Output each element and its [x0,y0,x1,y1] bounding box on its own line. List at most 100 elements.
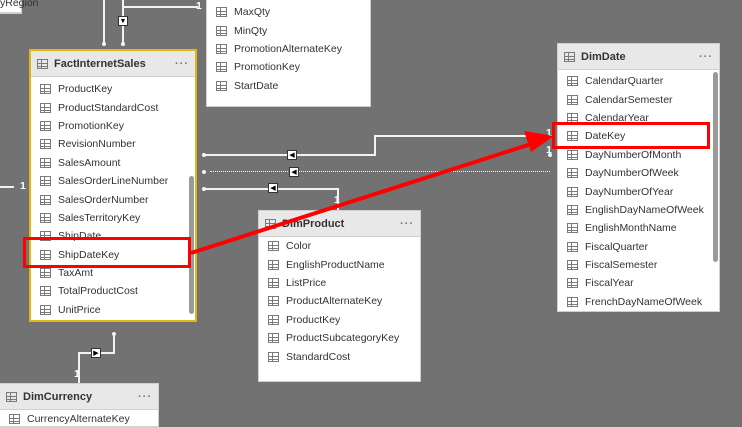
field-row[interactable]: FrenchDayNameOfWeek [558,293,719,311]
field-row[interactable]: MinQty [207,21,370,39]
field-table-icon [268,277,279,288]
field-row[interactable]: ProductStandardCost [31,98,195,116]
field-row[interactable]: PromotionKey [207,58,370,76]
card-header[interactable]: DimCurrency ··· [0,384,158,410]
field-row[interactable]: EnglishMonthName [558,219,719,237]
field-name[interactable]: yRegion [0,0,39,9]
field-name: SalesOrderLineNumber [58,175,169,188]
card-title: FactInternetSales [54,57,146,70]
cross-filter-arrow-icon[interactable]: ▼ [118,16,128,26]
field-row[interactable]: UnitPrice [31,301,195,319]
scrollbar[interactable] [713,72,718,262]
field-row[interactable]: TotalProductCost [31,282,195,300]
field-name: CalendarSemester [585,93,673,106]
field-row[interactable]: ProductKey [31,80,195,98]
highlight-box-datekey [552,122,710,149]
field-row[interactable]: CurrencyAlternateKey [0,410,158,426]
field-row[interactable]: FiscalSemester [558,256,719,274]
field-table-icon [567,241,578,252]
field-name: DayNumberOfMonth [585,148,682,161]
field-row[interactable]: CalendarQuarter [558,72,719,90]
field-name: StartDate [234,79,279,92]
field-name: EnglishProductName [286,258,385,271]
field-row[interactable]: Color [259,237,420,255]
more-options-icon[interactable]: ··· [175,57,189,70]
cross-filter-arrow-icon[interactable]: ▶ [91,348,101,358]
field-name: SalesOrderNumber [58,193,149,206]
field-name: ProductStandardCost [58,101,159,114]
highlight-box-shipdatekey [23,237,191,268]
field-row[interactable]: ShipDateKey [31,246,195,264]
field-row[interactable]: SalesTerritoryKey [31,209,195,227]
card-header[interactable]: DimProduct ··· [259,211,420,237]
rel-dot [121,42,125,46]
cross-filter-arrow-icon[interactable]: ◀ [287,150,297,160]
field-row[interactable]: DayNumberOfYear [558,182,719,200]
rel-line-date-1-v [374,135,376,156]
field-row[interactable]: SalesAmount [31,154,195,172]
field-row[interactable]: ProductKey [259,311,420,329]
field-name: RevisionNumber [58,138,136,151]
cardinality-one: 1 [546,127,552,139]
field-row[interactable]: ProductSubcategoryKey [259,329,420,347]
field-row[interactable]: DateKey [558,127,719,145]
field-row[interactable]: EnglishProductName [259,255,420,273]
field-table-icon [567,94,578,105]
field-row[interactable]: SalesOrderLineNumber [31,172,195,190]
field-row[interactable]: FiscalYear [558,274,719,292]
rel-line-left-h [0,186,14,188]
field-name: TotalProductCost [58,285,138,298]
field-name: MaxQty [234,6,271,19]
region-card[interactable] [0,0,22,13]
field-row[interactable]: TaxAmt [31,264,195,282]
field-row[interactable]: ProductAlternateKey [259,292,420,310]
field-row[interactable]: CalendarSemester [558,90,719,108]
field-row[interactable]: DayNumberOfMonth [558,146,719,164]
field-row[interactable]: RevisionNumber [31,135,195,153]
more-options-icon[interactable]: ··· [400,217,414,230]
card-header[interactable]: DimDate ··· [558,44,719,70]
field-name: CalendarYear [585,111,649,124]
field-row[interactable]: MaxQty [207,3,370,21]
more-options-icon[interactable]: ··· [699,50,713,63]
field-row[interactable]: CalendarYear [558,109,719,127]
rel-line-date-1-h2 [374,135,554,137]
field-table-icon [40,176,51,187]
field-name: PromotionKey [234,61,300,74]
cross-filter-arrow-icon[interactable]: ◀ [268,183,278,193]
field-name: MinQty [234,24,268,37]
field-name: CalendarQuarter [585,75,664,88]
field-row[interactable]: DayNumberOfWeek [558,164,719,182]
rel-line-promotion-vertical [103,0,105,46]
field-row[interactable]: ListPrice [259,274,420,292]
table-card-dimcurrency[interactable]: DimCurrency ··· CurrencyAlternateKey [0,383,159,427]
field-name: ProductSubcategoryKey [286,332,400,345]
table-icon [265,218,276,229]
field-table-icon [268,314,279,325]
field-table-icon [40,249,51,260]
field-row[interactable]: FiscalQuarter [558,238,719,256]
card-header[interactable]: FactInternetSales ··· [31,51,195,77]
rel-dot [548,153,552,157]
field-row[interactable]: EnglishDayNameOfWeek [558,201,719,219]
field-name: FiscalYear [585,277,634,290]
field-row[interactable]: StartDate [207,77,370,95]
more-options-icon[interactable]: ··· [138,390,152,403]
field-table-icon [268,333,279,344]
field-table-icon [40,268,51,279]
field-row[interactable]: SalesOrderNumber [31,190,195,208]
field-name: Color [286,240,312,253]
field-row[interactable]: PromotionKey [31,117,195,135]
rel-dot [202,153,206,157]
field-row[interactable]: StandardCost [259,347,420,365]
field-row[interactable]: PromotionAlternateKey [207,40,370,58]
field-table-icon [40,231,51,242]
field-name: DateKey [585,130,626,143]
card-title: DimDate [581,50,626,63]
cross-filter-arrow-icon[interactable]: ◀ [289,167,299,177]
rel-line-currency-v2 [78,352,80,384]
